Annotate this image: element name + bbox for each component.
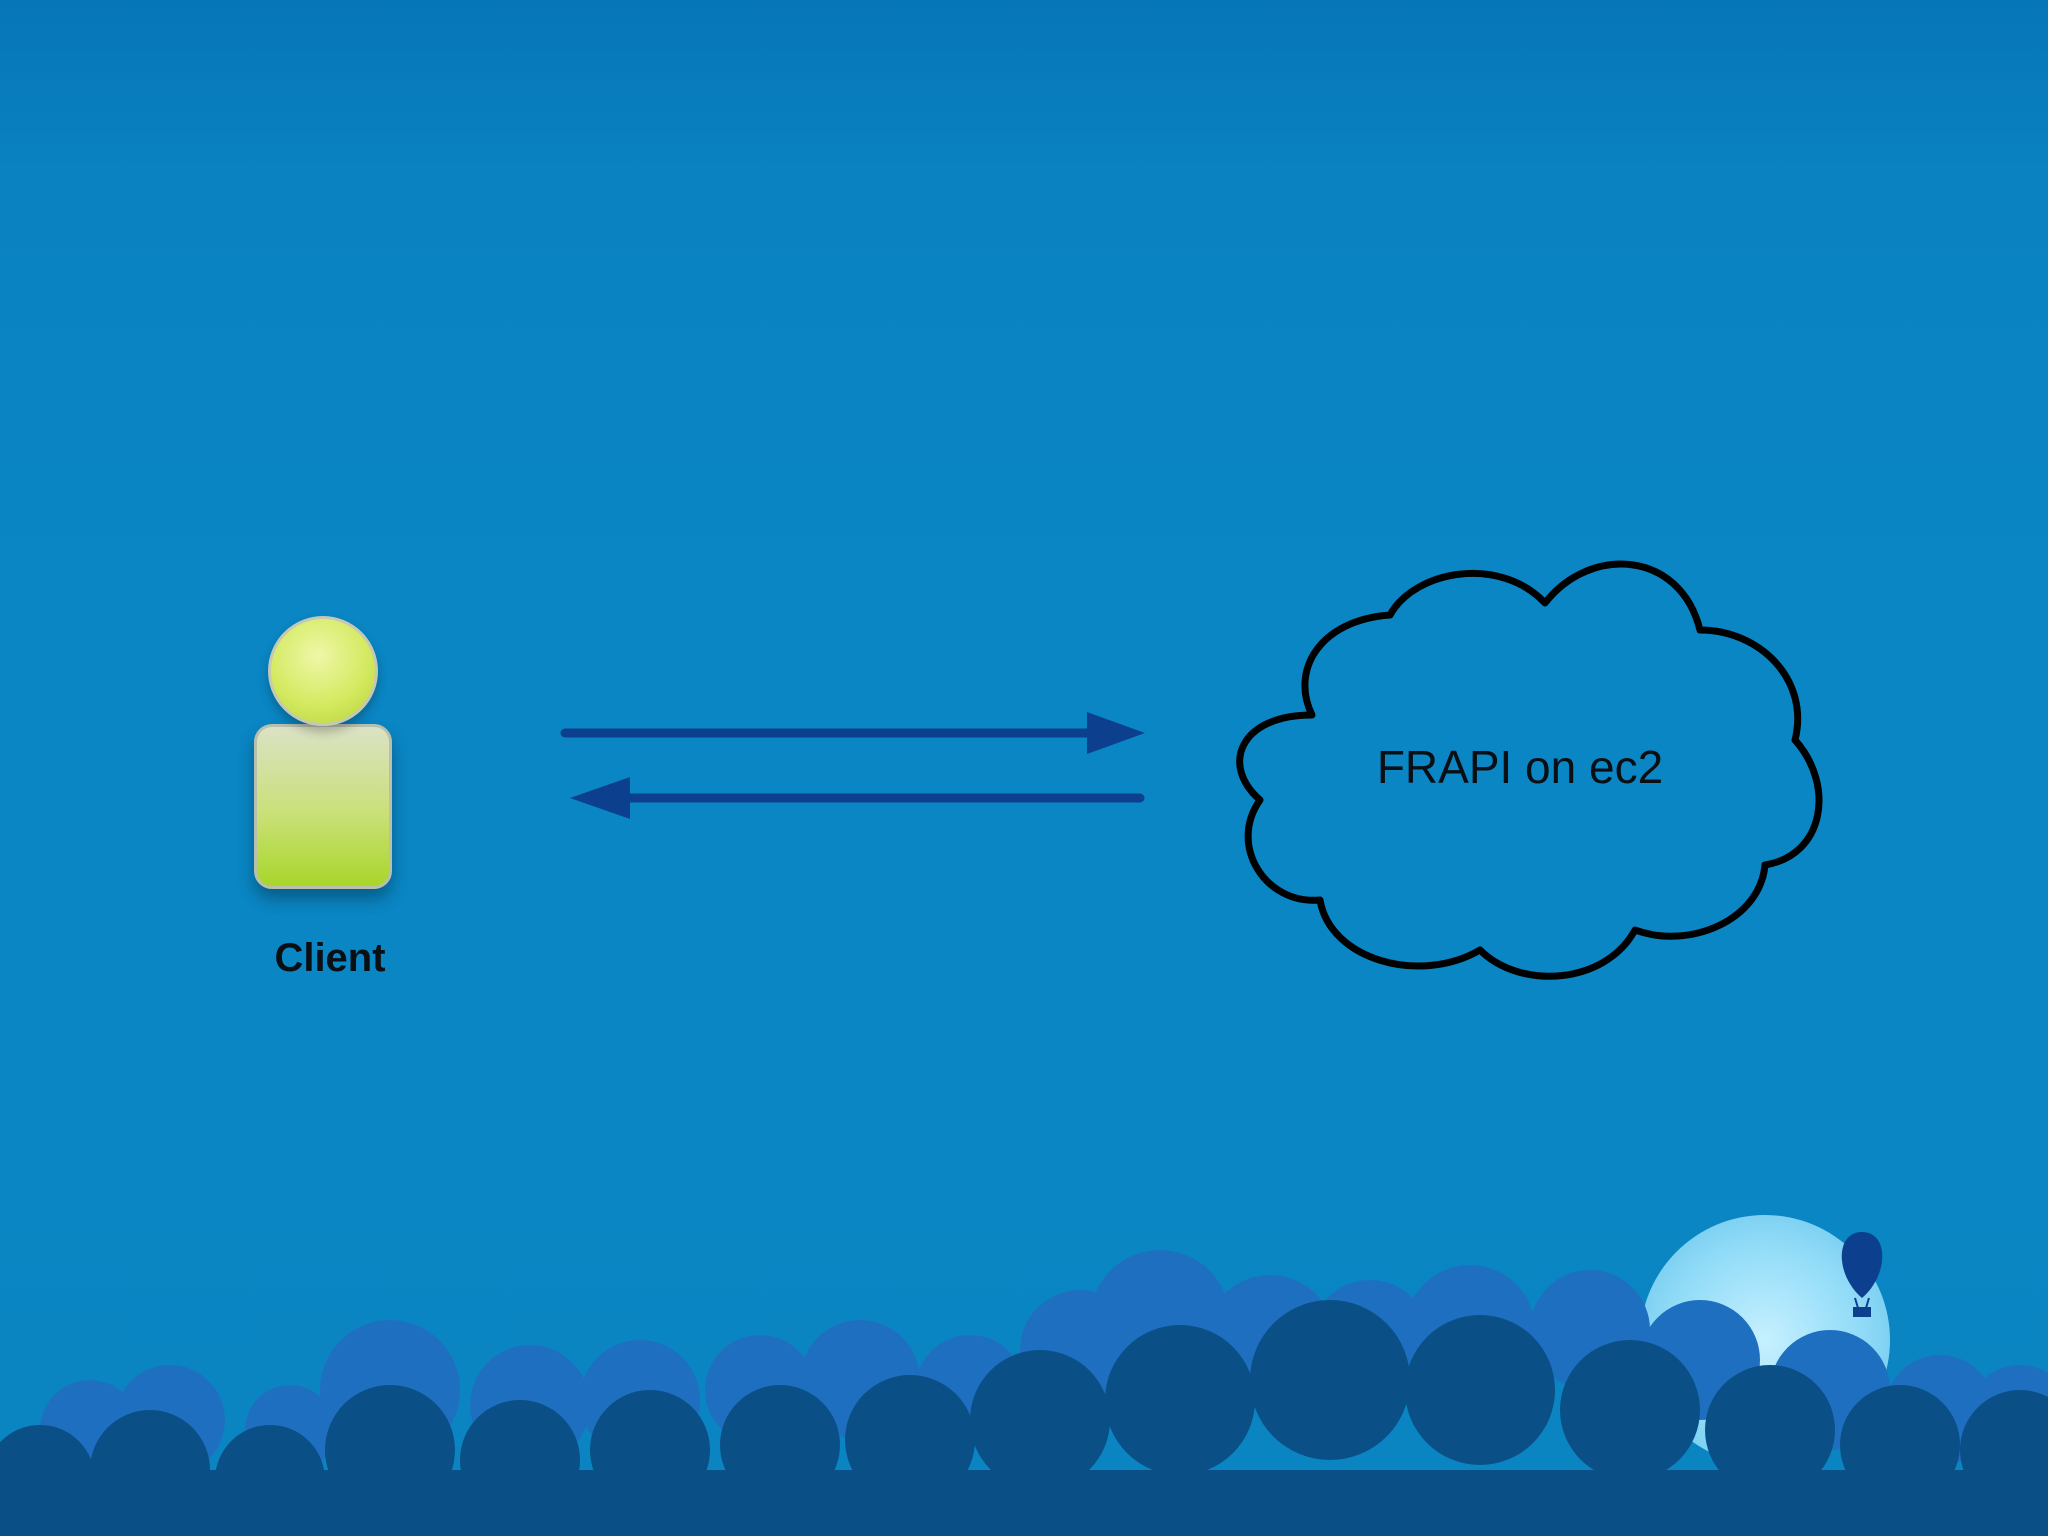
server-label: FRAPI on ec2 — [1376, 741, 1664, 793]
server-cloud-shape — [1236, 560, 1823, 980]
response-arrow — [570, 777, 1145, 819]
person-body — [254, 724, 392, 889]
hills-front — [0, 1300, 2048, 1536]
person-head — [268, 616, 378, 726]
request-response-arrows — [560, 712, 1145, 819]
hot-air-balloon-icon — [1841, 1232, 1883, 1317]
scenery-hills — [0, 1215, 2048, 1536]
request-arrow — [560, 712, 1145, 754]
client-person-icon — [250, 614, 400, 894]
client-label: Client — [274, 936, 386, 980]
